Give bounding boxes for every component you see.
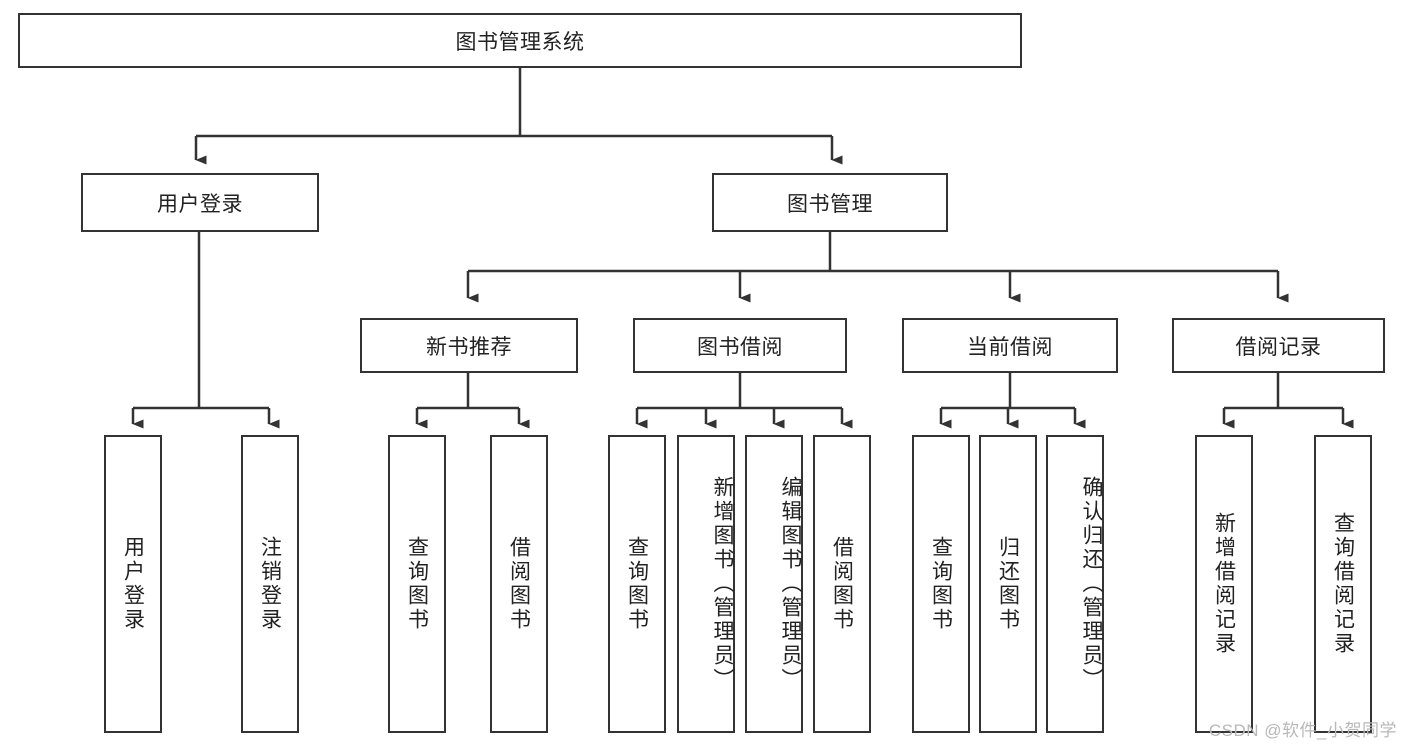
node-label: 查询图书 [929, 536, 953, 632]
node-label: 新增图书（管理员） [711, 476, 734, 692]
node-borrow-record[interactable]: 借阅记录 [1172, 318, 1385, 373]
node-label: 图书借阅 [697, 335, 783, 359]
node-label: 新书推荐 [426, 335, 512, 359]
leaf-new-book-borrow-books[interactable]: 借阅图书 [490, 435, 548, 733]
leaf-user-login-login[interactable]: 用户登录 [104, 435, 162, 733]
node-label: 图书管理 [787, 192, 873, 216]
node-label: 编辑图书（管理员） [779, 476, 802, 692]
node-book-borrow[interactable]: 图书借阅 [633, 318, 847, 373]
leaf-record-query-record[interactable]: 查询借阅记录 [1314, 435, 1372, 733]
leaf-borrow-query-books[interactable]: 查询图书 [608, 435, 666, 733]
node-root-book-management-system[interactable]: 图书管理系统 [18, 13, 1022, 68]
node-label: 确认归还（管理员） [1080, 476, 1103, 692]
leaf-current-query-books[interactable]: 查询图书 [912, 435, 970, 733]
csdn-watermark: CSDN @软件_小贺同学 [1208, 721, 1397, 740]
leaf-borrow-borrow-books[interactable]: 借阅图书 [813, 435, 871, 733]
node-label: 当前借阅 [967, 335, 1053, 359]
node-user-login[interactable]: 用户登录 [81, 173, 319, 232]
leaf-current-confirm-return-admin[interactable]: 确认归还（管理员） [1046, 435, 1104, 733]
node-label: 查询图书 [405, 536, 429, 632]
node-label: 注销登录 [258, 536, 282, 632]
leaf-record-add-record[interactable]: 新增借阅记录 [1195, 435, 1253, 733]
leaf-current-return-books[interactable]: 归还图书 [979, 435, 1037, 733]
leaf-borrow-add-book-admin[interactable]: 新增图书（管理员） [677, 435, 735, 733]
node-label: 借阅记录 [1235, 335, 1322, 359]
node-label: 用户登录 [121, 536, 145, 632]
node-label: 借阅图书 [507, 536, 531, 632]
leaf-borrow-edit-book-admin[interactable]: 编辑图书（管理员） [745, 435, 803, 733]
node-label: 查询借阅记录 [1331, 512, 1355, 656]
leaf-new-book-query-books[interactable]: 查询图书 [388, 435, 446, 733]
node-new-book-recommend[interactable]: 新书推荐 [360, 318, 578, 373]
node-label: 用户登录 [157, 192, 243, 216]
node-label: 图书管理系统 [455, 30, 585, 54]
node-book-management[interactable]: 图书管理 [712, 173, 948, 232]
node-label: 借阅图书 [830, 536, 854, 632]
node-current-borrow[interactable]: 当前借阅 [902, 318, 1118, 373]
node-label: 新增借阅记录 [1212, 512, 1236, 656]
node-label: 查询图书 [625, 536, 649, 632]
node-label: 归还图书 [996, 536, 1020, 632]
leaf-user-login-logout[interactable]: 注销登录 [241, 435, 299, 733]
